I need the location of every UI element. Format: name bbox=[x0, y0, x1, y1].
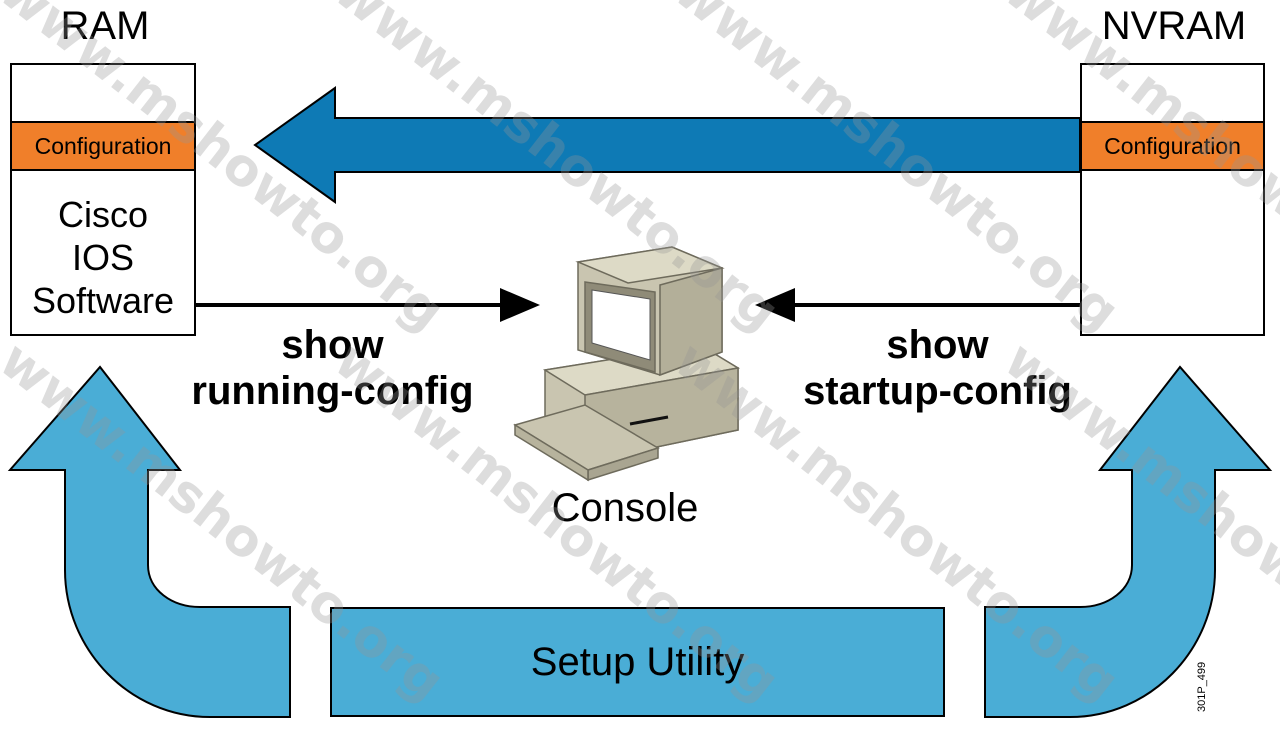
ram-configuration: Configuration bbox=[12, 121, 194, 171]
running-config-arrow bbox=[196, 288, 540, 322]
software-line-1: Cisco bbox=[57, 194, 149, 235]
command-verb: show bbox=[281, 323, 384, 367]
software-line-2: IOS bbox=[71, 237, 134, 278]
setup-utility-label: Setup Utility bbox=[530, 639, 745, 684]
nvram-configuration: Configuration bbox=[1082, 121, 1263, 171]
copy-startup-to-running-arrow bbox=[253, 86, 1081, 204]
show-startup-config-command: show startup-config bbox=[770, 322, 1105, 414]
ram-title: RAM bbox=[60, 4, 150, 48]
computer-icon bbox=[513, 246, 741, 482]
setup-utility-box: Setup Utility bbox=[330, 607, 945, 717]
nvram-box: Configuration bbox=[1080, 63, 1265, 336]
figure-code: 301P_499 bbox=[1196, 661, 1208, 712]
command-verb: show bbox=[886, 323, 989, 367]
setup-to-ram-arrow bbox=[7, 365, 291, 718]
console-label: Console bbox=[551, 486, 699, 530]
ram-software-label: Cisco IOS Software bbox=[12, 193, 194, 322]
setup-to-nvram-arrow bbox=[984, 365, 1273, 718]
command-target: startup-config bbox=[803, 369, 1072, 413]
command-target: running-config bbox=[191, 369, 474, 413]
nvram-title: NVRAM bbox=[1101, 4, 1247, 48]
software-line-3: Software bbox=[31, 280, 175, 321]
ram-box: Configuration Cisco IOS Software bbox=[10, 63, 196, 336]
show-running-config-command: show running-config bbox=[160, 322, 505, 414]
startup-config-arrow bbox=[755, 288, 1080, 322]
